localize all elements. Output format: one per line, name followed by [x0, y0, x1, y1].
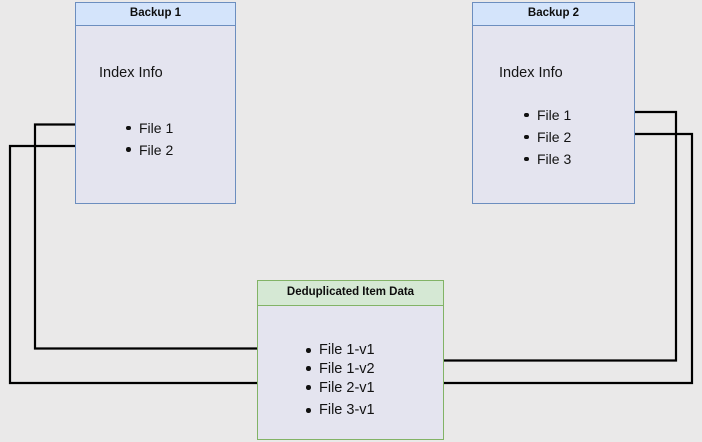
- node-backup-2-title: Backup 2: [527, 7, 580, 20]
- node-backup-1-body: Index Info File 1 File 2: [76, 26, 235, 203]
- node-backup-2-body: Index Info File 1 File 2 File 3: [473, 26, 634, 203]
- backup-1-file-1-label: File 1: [139, 120, 174, 136]
- node-backup-1-title: Backup 1: [129, 7, 182, 20]
- backup-2-file-list: File 1 File 2 File 3: [524, 108, 571, 166]
- node-backup-1-header: Backup 1: [76, 3, 235, 26]
- backup-2-index-info-label: Index Info: [499, 65, 563, 81]
- node-dedup-header: Deduplicated Item Data: [258, 281, 443, 306]
- list-item[interactable]: File 2: [126, 143, 173, 157]
- node-backup-2[interactable]: Backup 2 Index Info File 1 File 2 File 3: [472, 2, 635, 204]
- backup-2-file-2-label: File 2: [537, 129, 572, 145]
- backup-2-file-3-label: File 3: [537, 151, 572, 167]
- list-item[interactable]: File 1: [524, 108, 571, 122]
- node-dedup-body: File 1-v1 File 1-v2 File 2-v1 File 3-v1: [258, 306, 443, 439]
- node-deduplicated-item-data[interactable]: Deduplicated Item Data File 1-v1 File 1-…: [257, 280, 444, 440]
- backup-1-index-info-label: Index Info: [99, 65, 163, 81]
- backup-2-file-1-label: File 1: [537, 107, 572, 123]
- list-item[interactable]: File 2: [524, 130, 571, 144]
- list-item[interactable]: File 3: [524, 152, 571, 166]
- node-dedup-title: Deduplicated Item Data: [286, 286, 415, 299]
- list-item[interactable]: File 1-v1: [306, 343, 375, 358]
- backup-1-file-list: File 1 File 2: [126, 121, 173, 157]
- dedup-item-file-3-v1: File 3-v1: [319, 402, 375, 418]
- dedup-item-file-1-v1: File 1-v1: [319, 342, 375, 358]
- backup-1-file-2-label: File 2: [139, 141, 174, 158]
- list-item[interactable]: File 2-v1: [306, 379, 375, 396]
- dedup-item-file-1-v2: File 1-v2: [319, 360, 375, 377]
- node-backup-1[interactable]: Backup 1 Index Info File 1 File 2: [75, 2, 236, 204]
- list-item[interactable]: File 3-v1: [306, 403, 375, 418]
- list-item[interactable]: File 1: [126, 121, 173, 135]
- list-item[interactable]: File 1-v2: [306, 360, 375, 377]
- dedup-item-file-2-v1: File 2-v1: [319, 379, 375, 396]
- dedup-item-list: File 1-v1 File 1-v2 File 2-v1 File 3-v1: [306, 343, 375, 418]
- node-backup-2-header: Backup 2: [473, 3, 634, 26]
